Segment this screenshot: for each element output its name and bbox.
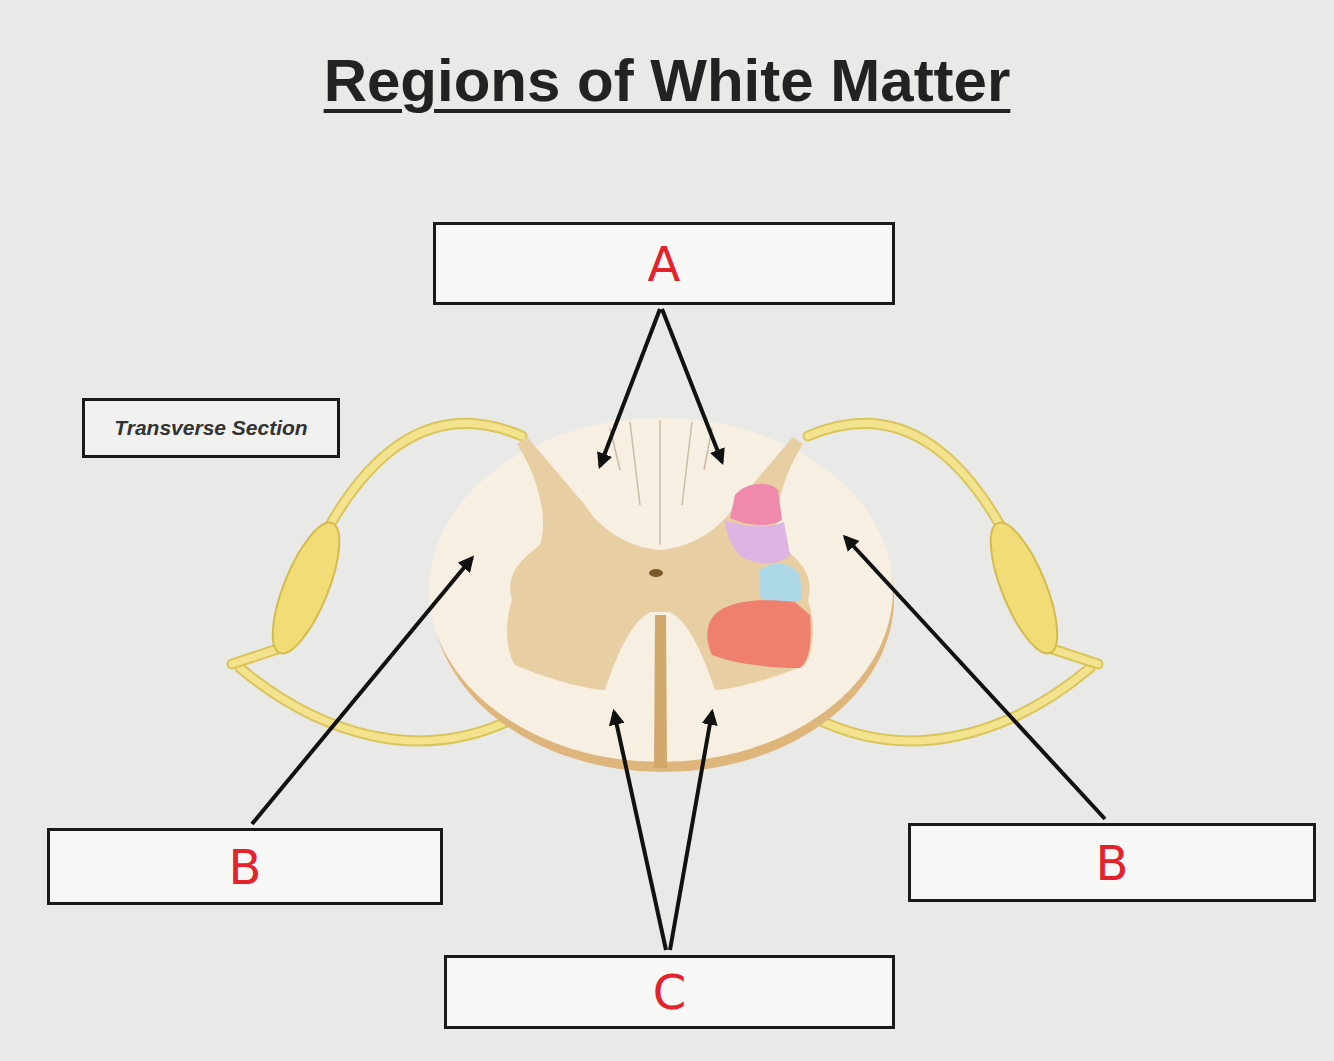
answer-letter: A xyxy=(648,240,681,288)
posterior-sulcus xyxy=(610,420,712,545)
title-bar: Regions of White Matter xyxy=(0,46,1334,115)
diagram-title: Regions of White Matter xyxy=(324,47,1011,114)
answer-box: A xyxy=(433,222,895,305)
ascending-tracts xyxy=(707,484,811,668)
answer-letter: C xyxy=(653,968,687,1016)
answer-box: B xyxy=(47,828,443,905)
section-label-box: Transverse Section xyxy=(82,398,340,458)
answer-box: C xyxy=(444,955,895,1029)
central-canal xyxy=(649,569,663,577)
gray-matter-right xyxy=(660,437,813,690)
answer-box: B xyxy=(908,823,1316,902)
section-label: Transverse Section xyxy=(114,416,307,440)
anterior-fissure xyxy=(654,615,667,768)
answer-letter: B xyxy=(229,843,262,891)
answer-letter: B xyxy=(1096,839,1129,887)
